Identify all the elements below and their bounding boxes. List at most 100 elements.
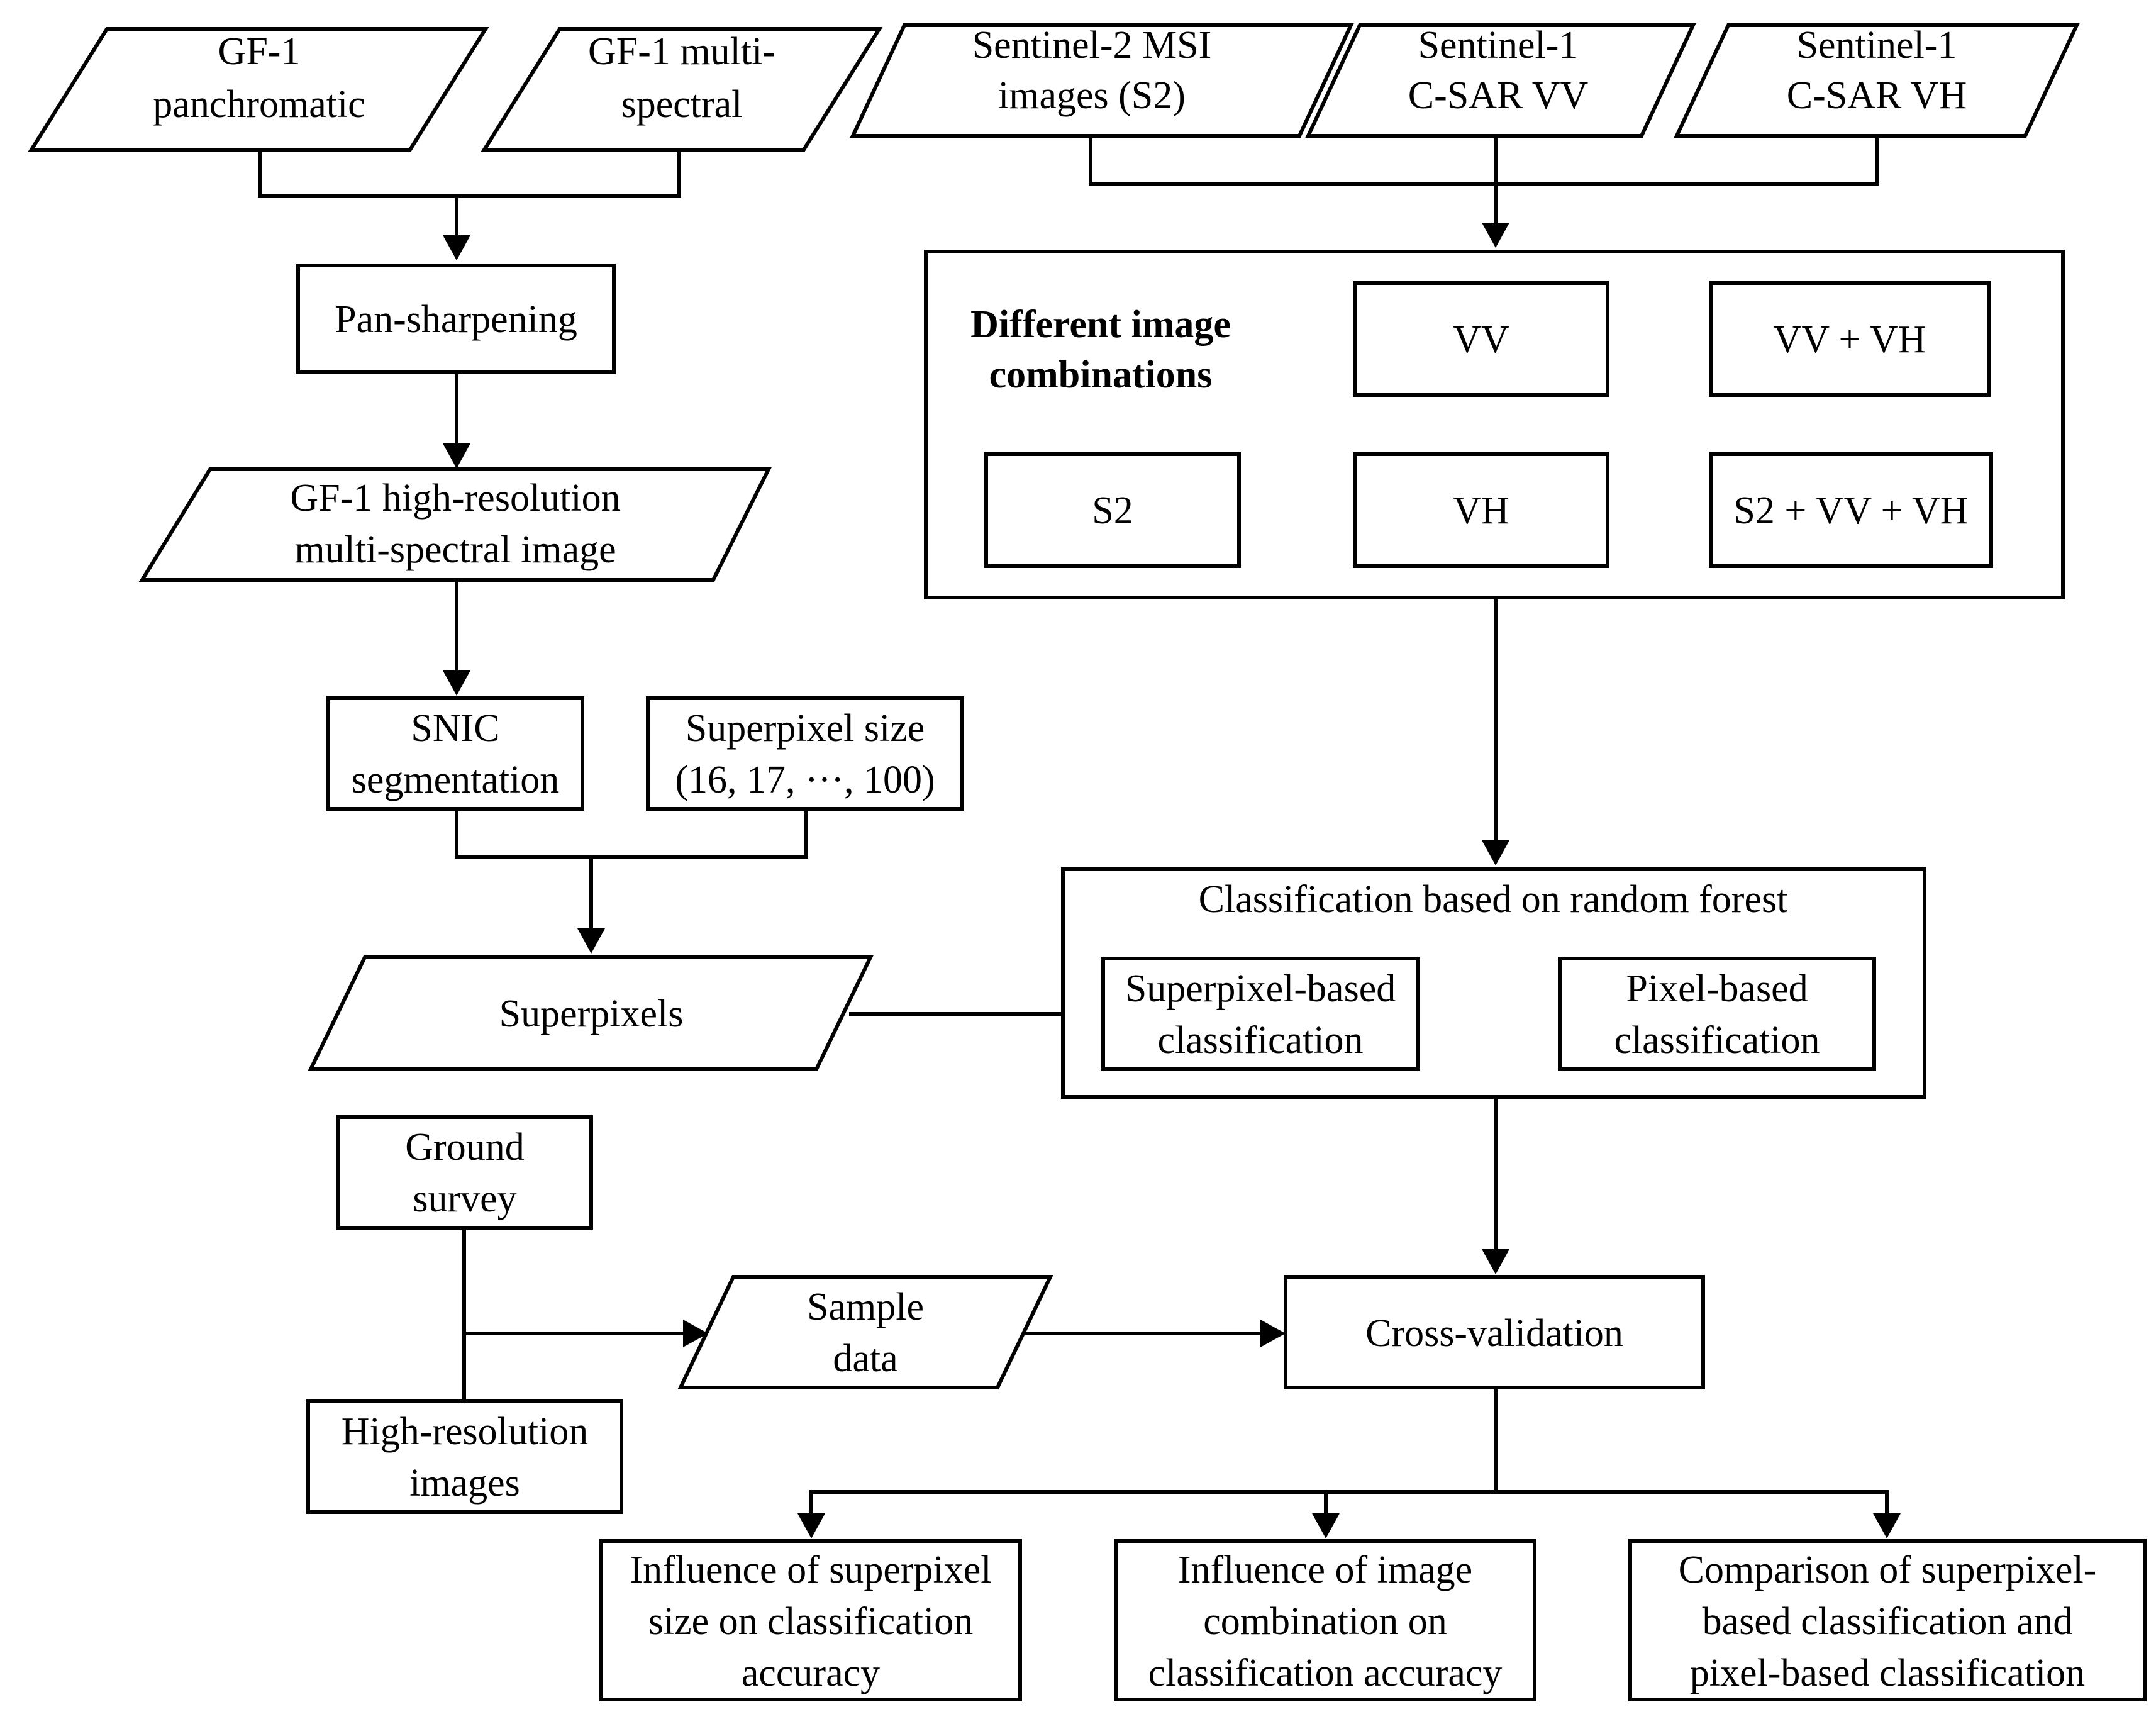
snic-label-line-2: segmentation	[352, 759, 560, 801]
gf1-hr-label: GF-1 high-resolution multi-spectral image	[290, 477, 620, 571]
arrowhead-combinations	[1482, 223, 1509, 248]
connector-sentinel-inputs	[1089, 138, 1879, 186]
combinations-title: Different image combinations	[970, 303, 1231, 396]
combo-s2-vv-vh-box	[1709, 452, 1993, 568]
s2-msi-label-line-1: Sentinel-2 MSI	[972, 24, 1212, 67]
combo-vv-vh-label-line-1: VV + VH	[1774, 318, 1926, 361]
ground-survey-label-line-2: survey	[413, 1177, 516, 1220]
pixel-based-label-line-1: Pixel-based	[1626, 967, 1808, 1010]
out-combo-label-line-1: Influence of image	[1178, 1549, 1472, 1591]
pan-sharpening-box	[296, 264, 616, 374]
combo-s2-box	[984, 452, 1241, 568]
cross-validation-label-line-1: Cross-validation	[1365, 1312, 1623, 1355]
hr-images-label: High-resolution images	[342, 1410, 589, 1505]
connector-outputs	[809, 1490, 1889, 1528]
s1-vv-label-line-2: C-SAR VV	[1408, 74, 1589, 117]
s2-msi-label: Sentinel-2 MSI images (S2)	[972, 24, 1212, 117]
arrowhead-out-size	[797, 1513, 825, 1538]
gf1-hr-label-line-1: GF-1 high-resolution	[290, 477, 620, 520]
arrowhead-sample-data	[683, 1320, 708, 1347]
out-combo-label-line-3: classification accuracy	[1148, 1652, 1503, 1694]
snic-label-line-1: SNIC	[411, 707, 499, 750]
combo-vv-vh-label: VV + VH	[1774, 318, 1926, 361]
superpixel-size-label-line-1: Superpixel size	[686, 707, 925, 750]
pixel-based-label: Pixel-based classification	[1614, 967, 1820, 1062]
combo-s2-vv-vh-label-line-1: S2 + VV + VH	[1733, 489, 1968, 532]
cross-validation-label: Cross-validation	[1365, 1312, 1623, 1355]
ground-survey-label-line-1: Ground	[405, 1126, 524, 1169]
out-size-label-line-2: size on classification	[648, 1600, 974, 1643]
combo-s2-label: S2	[1092, 489, 1133, 532]
superpixel-based-label-line-1: Superpixel-based	[1125, 967, 1396, 1010]
connector-snic-size	[455, 809, 808, 859]
cross-validation-box	[1284, 1275, 1705, 1389]
s1-vh-label-line-2: C-SAR VH	[1787, 74, 1967, 117]
superpixel-size-box	[646, 696, 964, 811]
sample-data-shape	[677, 1275, 1053, 1389]
rf-title-line-1: Classification based on random forest	[1199, 878, 1788, 921]
gf1-ms-label-line-2: spectral	[621, 83, 743, 126]
s1-vv-label-line-1: Sentinel-1	[1418, 24, 1579, 67]
superpixel-size-label-line-2: (16, 17, ···, 100)	[675, 759, 935, 801]
combo-vh-box	[1353, 452, 1609, 568]
s1-vh-label-line-1: Sentinel-1	[1797, 24, 1957, 67]
combo-s2-vv-vh-label: S2 + VV + VH	[1733, 489, 1968, 532]
combinations-title-line-1: Different image	[970, 303, 1231, 346]
pixel-based-box	[1558, 957, 1876, 1071]
arrowhead-out-combo	[1312, 1513, 1340, 1538]
arrowhead-out-compare	[1873, 1513, 1901, 1538]
pixel-based-label-line-2: classification	[1614, 1019, 1820, 1062]
arrowhead-rf	[1482, 840, 1509, 865]
arrowhead-cross-validation	[1482, 1249, 1509, 1274]
out-size-label-line-3: accuracy	[742, 1652, 880, 1694]
snic-label: SNIC segmentation	[352, 707, 560, 801]
out-combo-label-line-2: combination on	[1203, 1600, 1447, 1643]
out-compare-label: Comparison of superpixel-based classific…	[1679, 1549, 2097, 1694]
out-compare-box	[1628, 1539, 2147, 1701]
combo-vv-box	[1353, 281, 1609, 397]
gf1-ms-label-line-1: GF-1 multi-	[588, 30, 775, 73]
connector-gf1-inputs	[258, 151, 681, 198]
gf1-hr-shape	[138, 467, 772, 582]
gf1-ms-shape	[481, 27, 883, 152]
superpixel-size-label: Superpixel size (16, 17, ···, 100)	[675, 707, 935, 801]
out-compare-label-line-3: pixel-based classification	[1690, 1652, 2085, 1694]
combo-vh-label: VH	[1453, 489, 1509, 532]
rf-title: Classification based on random forest	[1199, 878, 1788, 921]
combo-vh-label-line-1: VH	[1453, 489, 1509, 532]
gf1-hr-label-line-2: multi-spectral image	[294, 528, 616, 571]
superpixel-based-label: Superpixel-based classification	[1125, 967, 1396, 1062]
out-compare-label-line-2: based classification and	[1703, 1600, 2073, 1643]
out-combo-box	[1114, 1539, 1536, 1701]
combo-vv-label-line-1: VV	[1453, 318, 1509, 361]
gf1-ms-label: GF-1 multi-spectral	[588, 30, 775, 126]
ground-survey-label: Ground survey	[405, 1126, 524, 1220]
combo-vv-label: VV	[1453, 318, 1509, 361]
superpixel-based-label-line-2: classification	[1157, 1019, 1363, 1062]
superpixel-based-box	[1101, 957, 1420, 1071]
out-size-box	[599, 1539, 1022, 1701]
combo-s2-label-line-1: S2	[1092, 489, 1133, 532]
hr-images-label-line-1: High-resolution	[342, 1410, 589, 1453]
arrowhead-snic	[443, 670, 470, 696]
superpixels-label-line-1: Superpixels	[499, 993, 684, 1035]
out-size-label-line-1: Influence of superpixel	[630, 1549, 992, 1591]
sample-data-label-line-1: Sample	[807, 1286, 924, 1328]
combo-vv-vh-box	[1709, 281, 1991, 397]
s1-vh-shape	[1674, 23, 2080, 138]
snic-box	[326, 696, 584, 811]
hr-images-box	[306, 1399, 623, 1514]
gf1-pan-label-line-2: panchromatic	[153, 83, 365, 126]
combinations-title-line-2: combinations	[989, 353, 1213, 396]
out-combo-label: Influence of image combination on classifi…	[1148, 1549, 1503, 1694]
out-compare-label-line-1: Comparison of superpixel-	[1679, 1549, 2097, 1591]
s2-msi-label-line-2: images (S2)	[998, 74, 1186, 117]
ground-survey-box	[336, 1115, 593, 1230]
superpixels-label: Superpixels	[499, 993, 684, 1035]
arrowhead-cross-validation-left	[1260, 1320, 1286, 1347]
hr-images-label-line-2: images	[409, 1462, 520, 1505]
